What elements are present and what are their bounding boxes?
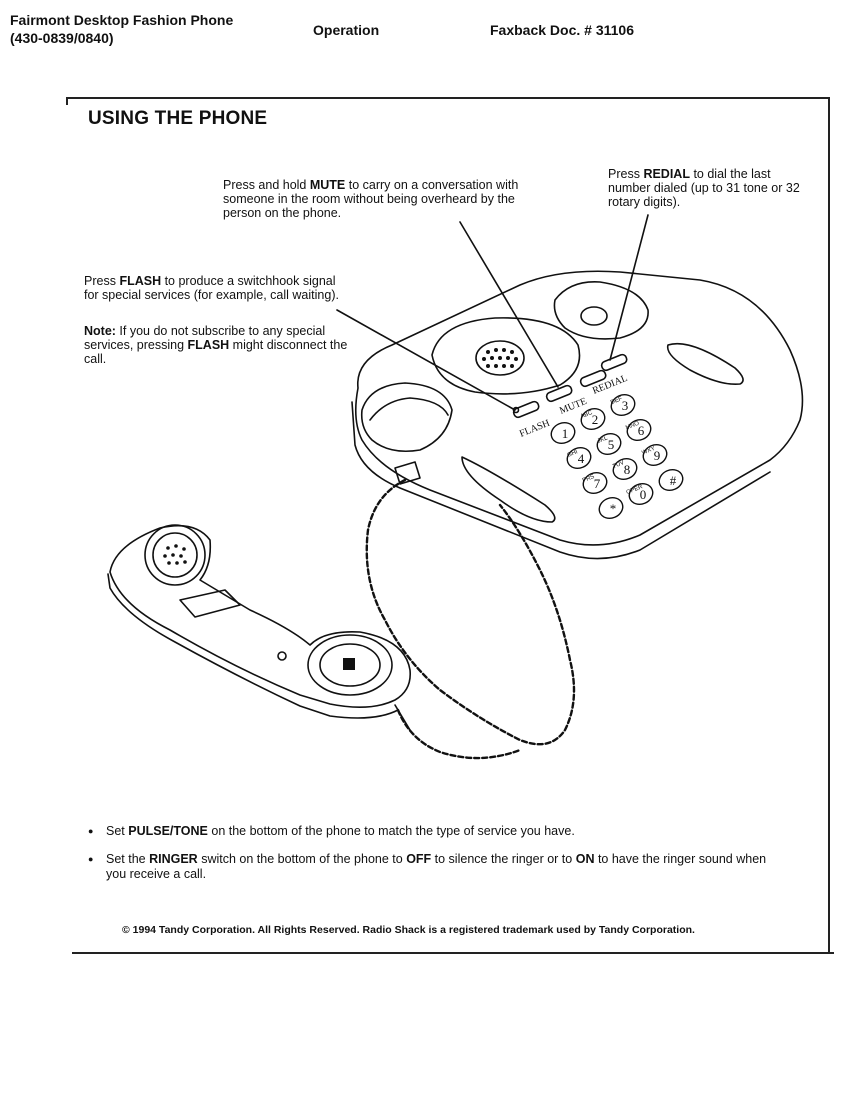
instruction-list: Set PULSE/TONE on the bottom of the phon… xyxy=(88,824,788,895)
key-letters: WXY xyxy=(641,446,656,457)
flash-key-label: FLASH xyxy=(119,274,162,288)
header-product-name: Fairmont Desktop Fashion Phone xyxy=(10,12,234,28)
handset-body xyxy=(109,524,412,708)
content-frame xyxy=(66,97,830,952)
instruction-pulse-tone: Set PULSE/TONE on the bottom of the phon… xyxy=(88,824,788,839)
speaker-dome xyxy=(431,317,581,395)
side-slot-left xyxy=(461,456,556,523)
key-pound: # xyxy=(658,468,684,492)
key-letters: TUV xyxy=(612,460,625,470)
phone-base-outline xyxy=(354,270,804,546)
key-digit: 7 xyxy=(594,476,601,491)
key-star: * xyxy=(598,496,624,520)
page-title: USING THE PHONE xyxy=(88,108,268,129)
redial-key-label: REDIAL xyxy=(643,167,690,181)
key-digit: 9 xyxy=(654,448,661,463)
key-letters: PRS xyxy=(582,474,596,484)
key-digit: 1 xyxy=(562,426,569,441)
key-digit: 4 xyxy=(578,451,585,466)
leader-flash xyxy=(336,309,516,411)
note-label: Note: xyxy=(84,324,116,338)
callout-redial: Press REDIAL to dial the last number dia… xyxy=(608,167,800,209)
header-section: Operation xyxy=(313,22,380,38)
frame-left-edge xyxy=(66,97,68,105)
key-1: 1 xyxy=(550,421,576,445)
callout-flash: Press FLASH to produce a switchhook sign… xyxy=(84,274,339,302)
copyright-footer: © 1994 Tandy Corporation. All Rights Res… xyxy=(122,924,695,936)
phone-illustration: FLASH MUTE REDIAL 12ABC3DEF4GHI5JKL6MNO7… xyxy=(107,214,804,760)
key-letters: JKL xyxy=(597,435,609,445)
key-letters: GHI xyxy=(567,449,579,459)
phone-label-flash: FLASH xyxy=(518,418,552,440)
callout-mute: Press and hold MUTE to carry on a conver… xyxy=(223,178,519,220)
phone-label-redial: REDIAL xyxy=(591,373,629,397)
handset-mouthpiece xyxy=(307,634,393,696)
coiled-cord xyxy=(365,478,576,746)
key-digit: 6 xyxy=(638,423,645,438)
frame-bottom-rule xyxy=(72,952,834,954)
phone-base-side xyxy=(351,401,771,560)
key-letters: DEF xyxy=(610,396,624,406)
earpiece-cradle xyxy=(553,281,649,340)
header-doc-number: Faxback Doc. # 31106 xyxy=(490,22,634,38)
key-digit: # xyxy=(670,473,677,488)
leader-mute xyxy=(459,221,559,388)
callout-note: Note: If you do not subscribe to any spe… xyxy=(84,324,348,366)
key-digit: 3 xyxy=(622,398,629,413)
header-product: Fairmont Desktop Fashion Phone (430-0839… xyxy=(10,11,233,47)
key-digit: 5 xyxy=(608,437,615,452)
key-digit: 8 xyxy=(624,462,631,477)
handset-earpiece xyxy=(144,524,206,586)
key-digit: * xyxy=(610,501,617,516)
key-letters: ABC xyxy=(580,410,594,420)
handset-cradle xyxy=(360,382,453,453)
key-digit: 2 xyxy=(592,412,599,427)
key-letters: MNO xyxy=(625,421,641,432)
header-model-number: (430-0839/0840) xyxy=(10,30,114,46)
key-digit: 0 xyxy=(640,487,647,502)
speaker-grille xyxy=(163,348,518,670)
leader-redial xyxy=(609,214,649,361)
mute-key-label: MUTE xyxy=(309,178,346,192)
side-slot-right xyxy=(666,342,744,386)
instruction-ringer: Set the RINGER switch on the bottom of t… xyxy=(88,852,788,882)
